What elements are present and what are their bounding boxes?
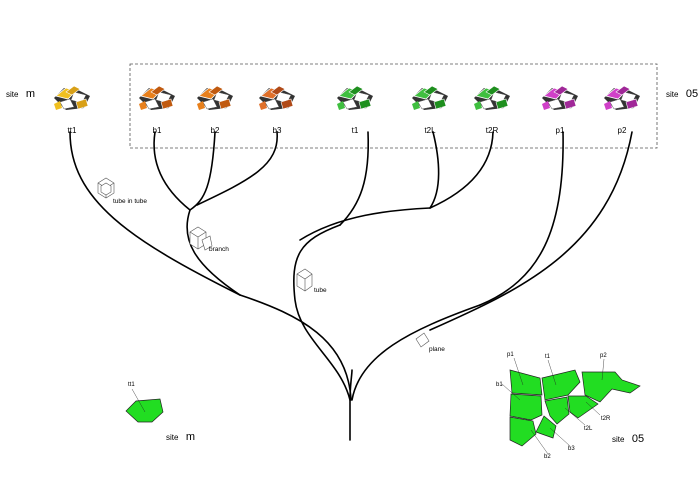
model-thumbnail-icon xyxy=(139,85,175,110)
site-05-map-label-b1: b1 xyxy=(496,382,503,388)
site-05-group-box xyxy=(129,63,658,149)
parcel-b2 xyxy=(509,416,537,447)
site-05-map-label-t2L: t2L xyxy=(584,426,593,432)
branch-p1 xyxy=(479,131,564,306)
annotation-tube-label: tube xyxy=(314,287,327,294)
model-thumbnail-icon xyxy=(604,85,640,110)
variant-node-b3: b3 xyxy=(259,85,295,135)
annotation-branch: branch xyxy=(189,226,229,253)
branch-right xyxy=(351,304,481,401)
variant-node-tt1: tt1 xyxy=(54,85,90,135)
site-m-label: site m xyxy=(6,84,35,101)
model-thumbnail-icon xyxy=(474,85,510,110)
site-05-map-label-p1: p1 xyxy=(507,352,514,358)
site-05-map: p1 t1 p2 b1 t2R t2L b3 b2 site 05 xyxy=(496,352,644,460)
branch-left-main xyxy=(239,294,352,401)
variant-node-label: p2 xyxy=(618,126,627,135)
annotation-tube: tube xyxy=(296,268,327,294)
site-m-parcel xyxy=(125,398,164,423)
model-thumbnail-icon xyxy=(412,85,448,110)
parcel-p2 xyxy=(581,371,641,403)
parcel-b1 xyxy=(509,393,543,421)
variant-node-p2: p2 xyxy=(604,85,640,135)
branch-b3 xyxy=(196,131,278,206)
parcel-b3 xyxy=(535,415,557,439)
variant-node-p1: p1 xyxy=(542,85,578,135)
variant-node-b2: b2 xyxy=(197,85,233,135)
variant-node-b1: b1 xyxy=(139,85,175,135)
parcel-t2R xyxy=(567,395,599,419)
variant-node-label: b3 xyxy=(273,126,282,135)
model-thumbnail-icon xyxy=(337,85,373,110)
branch-t2R xyxy=(429,131,494,209)
branch-tt1 xyxy=(69,131,241,296)
branch-box-icon xyxy=(189,226,213,251)
model-thumbnail-icon xyxy=(54,85,90,110)
variant-node-label: b1 xyxy=(153,126,162,135)
variant-node-label: t2L xyxy=(424,126,436,135)
variant-node-label: t2R xyxy=(486,126,499,135)
branch-b-group xyxy=(186,209,241,296)
parcel-p1 xyxy=(509,369,543,396)
variant-node-label: b2 xyxy=(211,126,220,135)
annotation-tube-in-tube: tube in tube xyxy=(97,177,147,205)
variant-node-label: t1 xyxy=(352,126,359,135)
site-m-map-parcel-label: tt1 xyxy=(128,382,135,388)
site-05-map-label-t2R: t2R xyxy=(601,416,611,422)
branch-p2 xyxy=(429,131,633,331)
tube-box-icon xyxy=(296,268,313,292)
branch-b2-b3 xyxy=(189,131,216,211)
annotation-plane: plane xyxy=(415,332,445,353)
site-05-map-label-t1: t1 xyxy=(545,354,551,360)
site-05-map-label-b3: b3 xyxy=(568,446,575,452)
parcel-t1 xyxy=(541,369,581,401)
branch-middle xyxy=(293,224,351,401)
model-thumbnail-icon xyxy=(259,85,295,110)
plane-icon xyxy=(415,332,430,348)
variant-node-label: p1 xyxy=(556,126,565,135)
model-thumbnail-icon xyxy=(197,85,233,110)
site-05-label: site 05 xyxy=(666,84,698,101)
site-m-map-label: site m xyxy=(166,427,195,444)
branch-t1 xyxy=(339,131,370,226)
variant-node-t2L: t2L xyxy=(412,85,448,135)
annotation-tube-in-tube-label: tube in tube xyxy=(113,198,147,205)
branch-t2 xyxy=(299,207,431,241)
branch-t2L xyxy=(429,131,440,209)
trunk xyxy=(349,369,353,441)
annotation-branch-label: branch xyxy=(209,246,229,253)
variant-node-label: tt1 xyxy=(68,126,77,135)
variant-nodes: tt1 b1 b2 b3 t1 t2L t2R p1 p2 xyxy=(54,85,640,135)
parcel-t2L xyxy=(544,396,570,425)
branch-b1 xyxy=(153,131,191,211)
model-thumbnail-icon xyxy=(542,85,578,110)
site-05-map-label-b2: b2 xyxy=(544,454,551,460)
site-05-map-label: site 05 xyxy=(612,429,644,446)
variant-node-t1: t1 xyxy=(337,85,373,135)
site-05-map-label-p2: p2 xyxy=(600,353,607,359)
annotation-plane-label: plane xyxy=(429,346,445,353)
site-m-map: tt1 site m xyxy=(125,382,195,444)
tree-branches xyxy=(69,131,633,441)
nested-box-icon xyxy=(97,177,115,199)
variant-node-t2R: t2R xyxy=(474,85,510,135)
